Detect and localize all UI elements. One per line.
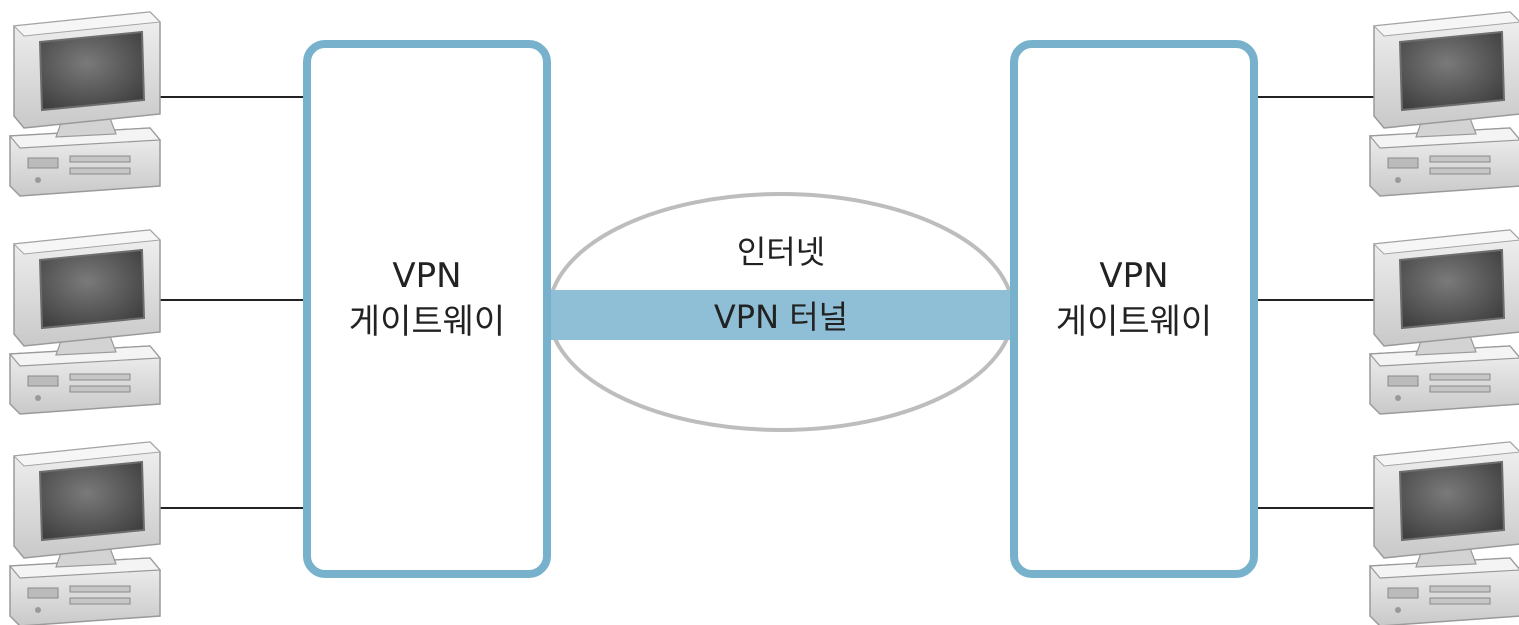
left-gateway-line1: VPN (392, 256, 462, 297)
computer-icon (1369, 229, 1519, 415)
computer-icon (9, 441, 161, 625)
computer-icon (1369, 11, 1519, 197)
computer-icon (9, 11, 161, 197)
computer-icon (9, 229, 161, 415)
right-gateway-label: VPN 게이트웨이 (1014, 240, 1254, 360)
left-gateway-box (303, 40, 551, 578)
computer-icon (1369, 441, 1519, 625)
vpn-tunnel-label: VPN 터널 (713, 298, 849, 336)
left-gateway-line2: 게이트웨이 (348, 302, 506, 342)
internet-label: 인터넷 (736, 233, 826, 271)
left-gateway-label: VPN 게이트웨이 (307, 240, 547, 360)
right-gateway-line2: 게이트웨이 (1055, 302, 1213, 342)
vpn-tunnel (548, 290, 1014, 340)
right-gateway-box (1010, 40, 1258, 578)
right-gateway-line1: VPN (1099, 256, 1169, 297)
